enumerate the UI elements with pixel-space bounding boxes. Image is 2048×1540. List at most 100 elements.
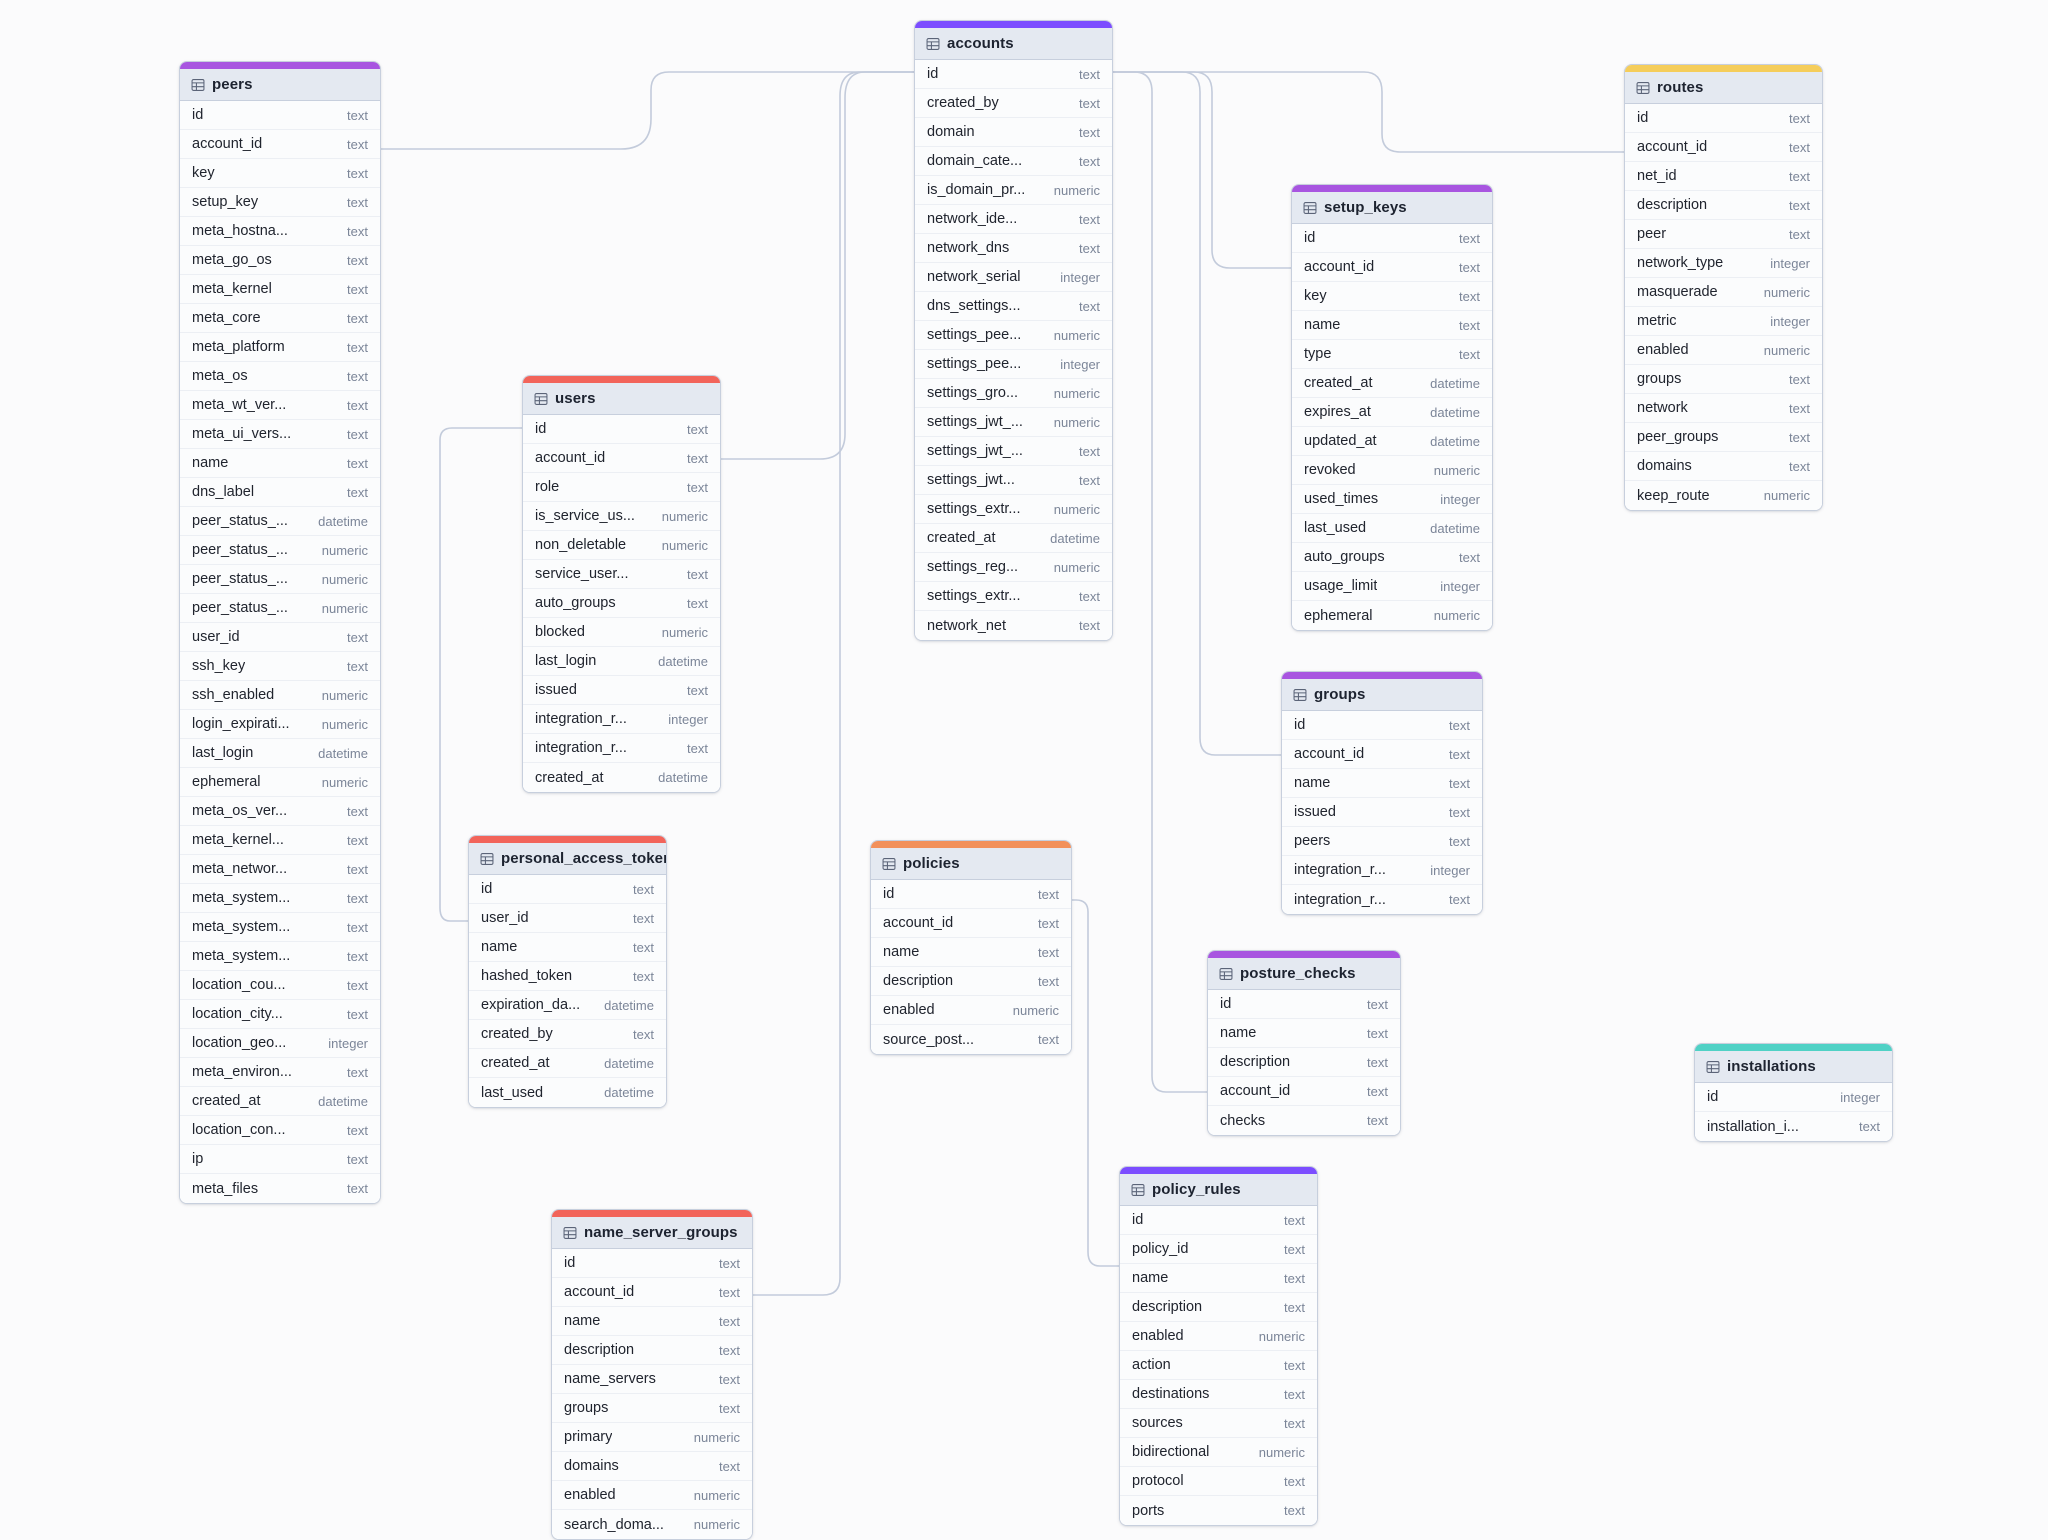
column-row[interactable]: location_geo...integer [180, 1029, 380, 1058]
table-header-setup_keys[interactable]: setup_keys [1292, 192, 1492, 224]
column-row[interactable]: settings_jwt_...text [915, 437, 1112, 466]
column-row[interactable]: service_user...text [523, 560, 720, 589]
column-row[interactable]: settings_extr...text [915, 582, 1112, 611]
column-row[interactable]: settings_pee...integer [915, 350, 1112, 379]
table-header-accounts[interactable]: accounts [915, 28, 1112, 60]
column-row[interactable]: location_city...text [180, 1000, 380, 1029]
column-row[interactable]: location_con...text [180, 1116, 380, 1145]
table-header-routes[interactable]: routes [1625, 72, 1822, 104]
column-row[interactable]: meta_wt_ver...text [180, 391, 380, 420]
column-row[interactable]: installation_i...text [1695, 1112, 1892, 1141]
column-row[interactable]: meta_ui_vers...text [180, 420, 380, 449]
table-header-users[interactable]: users [523, 383, 720, 415]
column-row[interactable]: network_ide...text [915, 205, 1112, 234]
column-row[interactable]: is_service_us...numeric [523, 502, 720, 531]
column-row[interactable]: dns_settings...text [915, 292, 1112, 321]
column-row[interactable]: integration_r...text [523, 734, 720, 763]
column-row[interactable]: integration_r...text [1282, 885, 1482, 914]
column-row[interactable]: integration_r...integer [523, 705, 720, 734]
column-row[interactable]: integration_r...integer [1282, 856, 1482, 885]
table-header-name_server_groups[interactable]: name_server_groups [552, 1217, 752, 1249]
column-row[interactable]: settings_jwt...text [915, 466, 1112, 495]
column-row[interactable]: expiration_da...datetime [469, 991, 666, 1020]
column-row[interactable]: meta_environ...text [180, 1058, 380, 1087]
column-row[interactable]: peer_status_...numeric [180, 594, 380, 623]
